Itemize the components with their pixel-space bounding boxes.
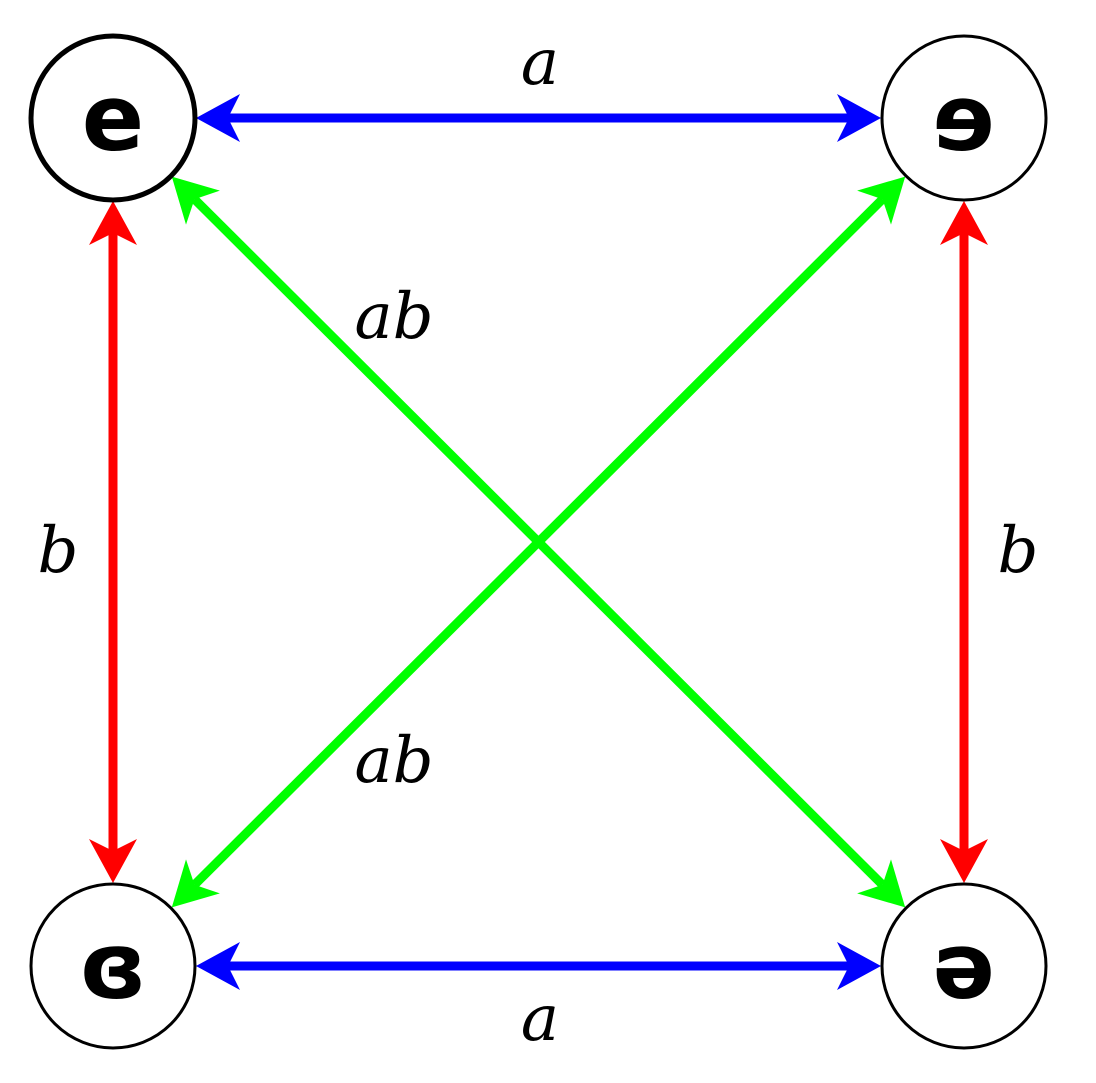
edge-top-arrowhead-start: [196, 94, 240, 142]
node-top-right: ɘ: [880, 34, 1048, 202]
node-top-left-glyph: e: [82, 65, 144, 172]
edge-diagonal-ab-anti: [171, 176, 906, 908]
edge-top-a: [196, 94, 881, 142]
node-bottom-left-circle: [29, 882, 197, 1050]
edge-bottom-arrowhead-end: [837, 942, 881, 990]
node-top-right-circle: [880, 34, 1048, 202]
edge-right-arrowhead-end: [940, 839, 988, 883]
edge-top-arrowhead-end: [837, 94, 881, 142]
label-layer: a a b b ab ab: [38, 26, 1039, 1056]
edge-bottom-a: [196, 942, 881, 990]
edge-diag_anti-shaft: [191, 196, 886, 888]
node-bottom-left: ɞ: [29, 882, 197, 1050]
edge-top-label: a: [521, 26, 559, 100]
edge-left-b: [89, 201, 137, 883]
node-top-left: e: [28, 33, 198, 203]
edge-left-label: b: [38, 514, 79, 588]
edge-right-label: b: [998, 514, 1039, 588]
node-bottom-left-glyph: ɞ: [79, 913, 146, 1020]
node-bottom-right-glyph: ə: [933, 913, 995, 1020]
edge-diag_anti-arrowhead-end: [171, 859, 220, 908]
edge-diag_main-arrowhead-start: [171, 176, 220, 225]
node-bottom-right-circle: [880, 882, 1048, 1050]
edge-diag_main-arrowhead-end: [857, 859, 906, 908]
edge-layer: [89, 94, 988, 990]
edge-diag-anti-label: ab: [354, 724, 433, 798]
node-bottom-right: ə: [880, 882, 1048, 1050]
edge-left-arrowhead-end: [89, 839, 137, 883]
edge-right-b: [940, 201, 988, 883]
edge-left-arrowhead-start: [89, 201, 137, 245]
edge-diag-main-label: ab: [354, 280, 433, 354]
edge-bottom-label: a: [521, 982, 559, 1056]
edge-diag_anti-arrowhead-start: [857, 176, 906, 225]
node-layer: e ɘ ɞ ə: [28, 33, 1048, 1050]
edge-right-arrowhead-start: [940, 201, 988, 245]
edge-bottom-arrowhead-start: [196, 942, 240, 990]
node-top-right-glyph: ɘ: [933, 65, 995, 172]
node-top-left-circle: [28, 33, 198, 203]
